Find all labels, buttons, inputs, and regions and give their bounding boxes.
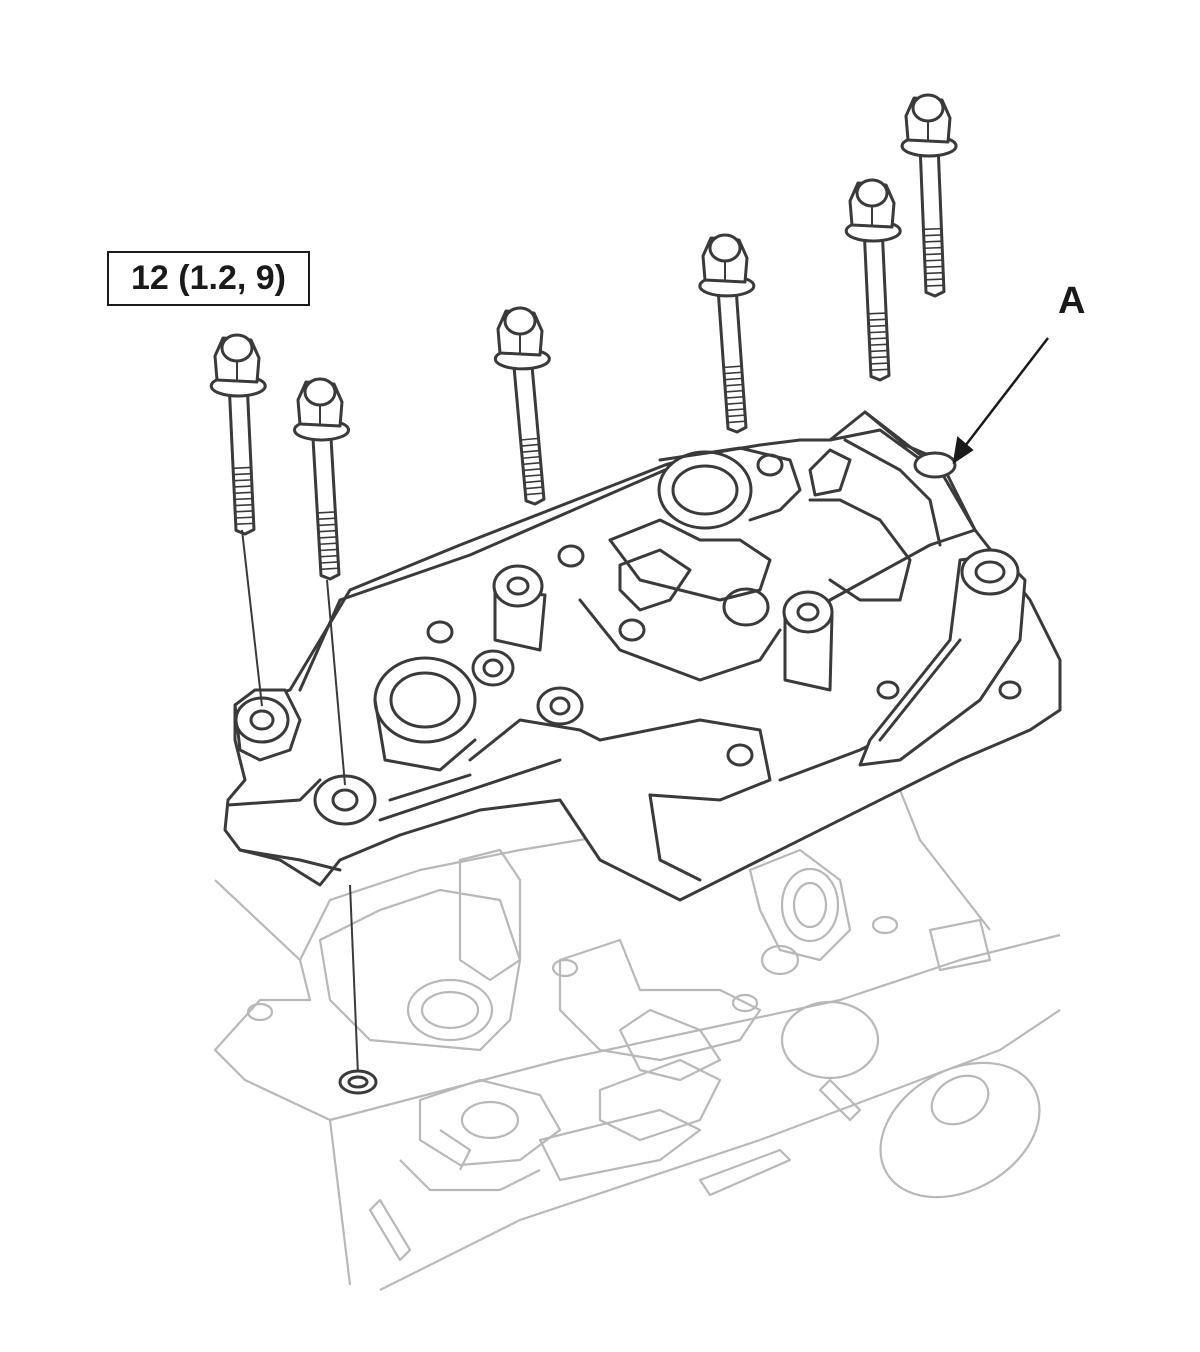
- torque-spec-label: 12 (1.2, 9): [107, 251, 310, 306]
- bolt-group: [209, 93, 958, 581]
- engine-block-outline: [213, 788, 1061, 1291]
- cover-plate-part-a: [223, 410, 1062, 902]
- bolt: [493, 306, 551, 506]
- callout-a-leader: [952, 337, 1049, 465]
- bolt: [844, 178, 902, 382]
- bolt: [900, 93, 958, 298]
- callout-label-a: A: [1058, 280, 1086, 322]
- bolt: [293, 377, 351, 581]
- bolt-alignment-lines: [241, 529, 378, 1095]
- bolt: [698, 233, 756, 434]
- bolt: [209, 333, 267, 536]
